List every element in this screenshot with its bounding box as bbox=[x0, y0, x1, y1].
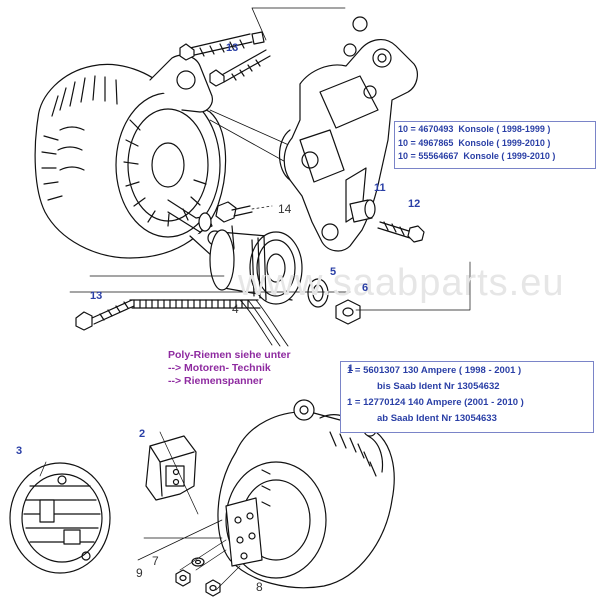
callout-6: 6 bbox=[362, 282, 369, 294]
callout-12: 12 bbox=[408, 198, 421, 210]
callout-14: 14 bbox=[278, 202, 292, 216]
console-row: 10 = 4670493 Konsole ( 1998-1999 ) bbox=[398, 124, 551, 134]
console-row: 10 = 4967865 Konsole ( 1999-2010 ) bbox=[398, 137, 551, 148]
alternator-part-box: 1 = 5601307 130 Ampere ( 1998 - 2001 ) b… bbox=[340, 361, 594, 433]
bolt-12-illustration bbox=[377, 221, 425, 243]
bolt-14-illustration bbox=[215, 201, 273, 223]
belt-note-line-3: --> Riemenspanner bbox=[168, 375, 263, 387]
nut-8-illustration bbox=[205, 579, 221, 597]
callout-5: 5 bbox=[330, 266, 337, 278]
rear-cover-3-illustration bbox=[9, 462, 111, 574]
callout-7: 7 bbox=[152, 554, 159, 568]
bolt-13-top-illustration bbox=[179, 31, 271, 87]
alternator-bottom-illustration bbox=[217, 399, 395, 589]
spacer-11-illustration bbox=[349, 199, 376, 223]
alternator-row-1: 1 = 5601307 130 Ampere ( 1998 - 2001 ) bbox=[347, 365, 522, 376]
poly-belt-illustration bbox=[129, 299, 289, 347]
alternator-row-2-ident: ab Saab Ident Nr 13054633 bbox=[377, 413, 497, 424]
callout-3: 3 bbox=[16, 445, 23, 457]
belt-note-line-1: Poly-Riemen siehe unter bbox=[168, 349, 291, 361]
belt-note-line-2: --> Motoren- Technik bbox=[168, 362, 271, 374]
washer-7-illustration bbox=[191, 557, 205, 567]
callout-9: 9 bbox=[136, 566, 143, 580]
nut-9-illustration bbox=[175, 569, 191, 587]
alternator-top-illustration bbox=[34, 54, 235, 260]
washer-5-illustration bbox=[307, 278, 329, 308]
callout-13-top: 13 bbox=[226, 42, 239, 54]
callout-2: 2 bbox=[139, 428, 146, 440]
console-part-box: 10 = 4670493 Konsole ( 1998-1999 ) 10 = … bbox=[394, 121, 596, 169]
callout-8: 8 bbox=[256, 580, 263, 594]
bracket-konsole-illustration bbox=[279, 16, 418, 252]
nut-6-illustration bbox=[335, 299, 361, 325]
regulator-2-illustration bbox=[145, 435, 197, 501]
alternator-row-1-ident: bis Saab Ident Nr 13054632 bbox=[377, 381, 500, 392]
callout-4: 4 bbox=[232, 302, 239, 316]
belt-note: Poly-Riemen siehe unter --> Motoren- Tec… bbox=[168, 349, 291, 388]
alternator-row-2: 1 = 12770124 140 Ampere (2001 - 2010 ) bbox=[347, 397, 524, 408]
callout-13-left: 13 bbox=[90, 290, 103, 302]
console-row: 10 = 55564667 Konsole ( 1999-2010 ) bbox=[398, 151, 556, 161]
callout-11: 11 bbox=[374, 182, 386, 194]
pulley-4-illustration bbox=[209, 229, 303, 305]
bolt-13-left-illustration bbox=[75, 299, 135, 331]
callout-1: 1 bbox=[348, 363, 354, 374]
